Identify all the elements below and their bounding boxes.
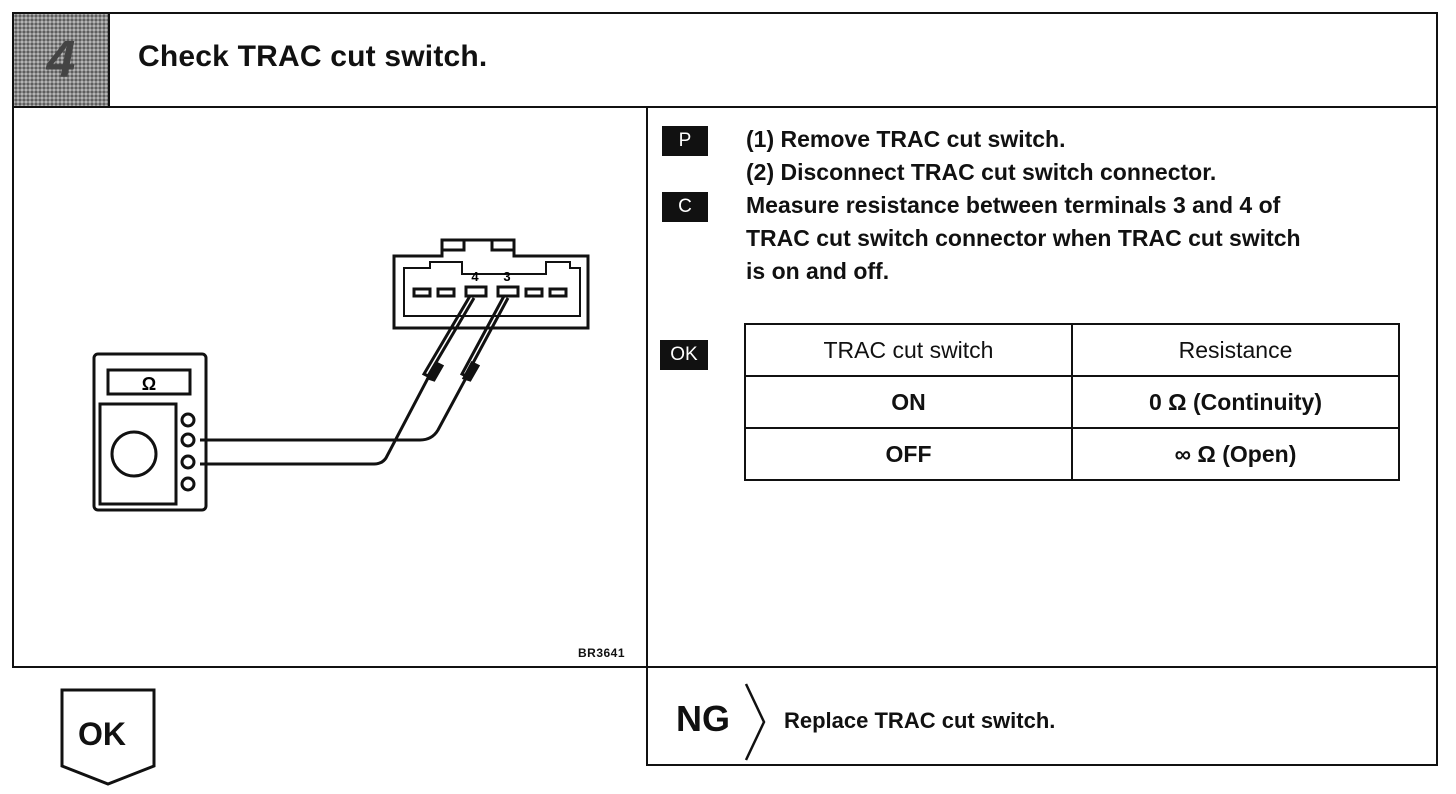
table-cell: ∞ Ω (Open) <box>1071 427 1400 481</box>
measure-line-3: is on and off. <box>746 258 890 284</box>
step-title: Check TRAC cut switch. <box>138 40 488 73</box>
table-header-row: TRAC cut switch Resistance <box>744 323 1400 377</box>
terminal-label-3: 3 <box>503 269 510 284</box>
step-number-box <box>14 14 110 106</box>
table-cell: 0 Ω (Continuity) <box>1071 375 1400 429</box>
ohmmeter-icon <box>92 352 208 512</box>
switch-connector-icon <box>392 238 590 330</box>
table-header-switch: TRAC cut switch <box>744 323 1073 377</box>
table-row: ON 0 Ω (Continuity) <box>744 375 1400 429</box>
ng-action: Replace TRAC cut switch. <box>784 708 1056 733</box>
figure-code: BR3641 <box>578 646 626 660</box>
terminal-label-4: 4 <box>471 269 479 284</box>
step-header <box>12 12 1438 108</box>
table-cell: OFF <box>744 427 1073 481</box>
test-probes <box>200 295 510 466</box>
measure-line-2: TRAC cut switch connector when TRAC cut … <box>746 225 1301 251</box>
instruction-step-1: (1) Remove TRAC cut switch. <box>746 126 1066 152</box>
ng-label: NG <box>676 698 730 739</box>
multimeter-connector-diagram: 4 3 Ω <box>92 238 590 512</box>
instruction-step-2: (2) Disconnect TRAC cut switch connector… <box>746 159 1217 185</box>
step-number: 4 <box>46 31 76 89</box>
ok-arrow-badge <box>60 688 156 786</box>
ng-result-box <box>646 666 1438 766</box>
ok-label: OK <box>78 716 126 752</box>
table-header-resistance: Resistance <box>1071 323 1400 377</box>
column-divider <box>646 106 648 766</box>
ohm-symbol: Ω <box>142 374 156 394</box>
prep-tag: P <box>662 126 708 156</box>
ok-tag: OK <box>660 340 708 370</box>
chevron-right-icon <box>744 683 766 761</box>
table-row: OFF ∞ Ω (Open) <box>744 427 1400 481</box>
resistance-table: TRAC cut switch Resistance ON 0 Ω (Conti… <box>744 323 1400 481</box>
table-cell: ON <box>744 375 1073 429</box>
check-tag: C <box>662 192 708 222</box>
measure-line-1: Measure resistance between terminals 3 a… <box>746 192 1281 218</box>
